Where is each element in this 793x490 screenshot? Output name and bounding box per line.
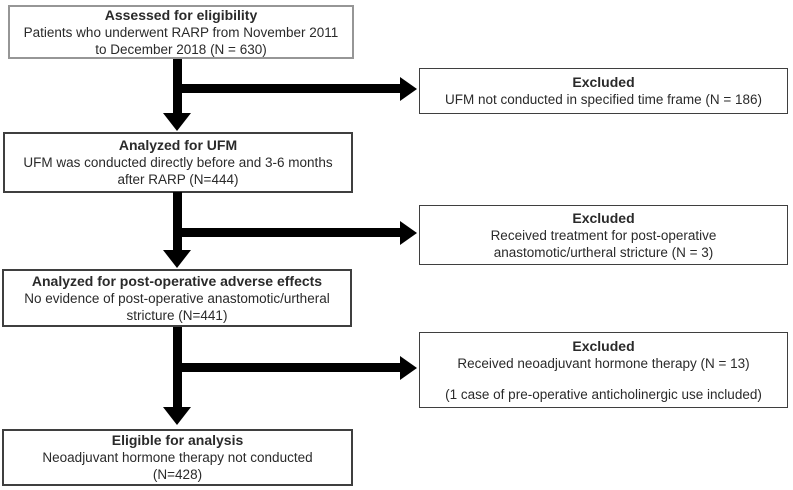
step-box-analyzed-ufm: Analyzed for UFM UFM was conducted direc…	[3, 132, 353, 193]
excluded-title: Excluded	[572, 209, 635, 226]
step-box-adverse-effects: Analyzed for post-operative adverse effe…	[2, 269, 352, 327]
excluded-body: UFM not conducted in specified time fram…	[444, 92, 762, 107]
step-title: Assessed for eligibility	[104, 6, 258, 23]
excluded-box-hormone-therapy: Excluded Received neoadjuvant hormone th…	[419, 332, 788, 408]
arrow-branch-shaft-3	[177, 363, 400, 372]
step-body: No evidence of post-operative anastomoti…	[24, 290, 330, 323]
arrow-right-head-icon	[400, 221, 417, 245]
step-body: UFM was conducted directly before and 3-…	[23, 155, 333, 187]
arrow-right-head-icon	[400, 356, 417, 380]
step-body: Patients who underwent RARP from Novembe…	[23, 24, 339, 57]
arrow-down-shaft-2	[173, 192, 182, 250]
arrow-down-head-icon	[163, 250, 191, 268]
arrow-right-head-icon	[400, 77, 417, 101]
excluded-title: Excluded	[572, 74, 635, 90]
step-title: Eligible for analysis	[111, 432, 244, 448]
arrow-down-head-icon	[163, 113, 191, 131]
step-box-assessed-eligibility: Assessed for eligibility Patients who un…	[8, 5, 354, 59]
excluded-title: Excluded	[572, 337, 635, 354]
excluded-body: Received neoadjuvant hormone therapy (N …	[457, 355, 750, 371]
excluded-note: (1 case of pre-operative anticholinergic…	[445, 386, 762, 402]
arrow-branch-shaft-2	[177, 228, 400, 237]
arrow-down-head-icon	[163, 407, 191, 425]
step-box-eligible-analysis: Eligible for analysis Neoadjuvant hormon…	[2, 429, 353, 486]
step-title: Analyzed for UFM	[118, 137, 238, 153]
excluded-box-ufm-timeframe: Excluded UFM not conducted in specified …	[419, 68, 788, 114]
excluded-box-stricture-treatment: Excluded Received treatment for post-ope…	[419, 205, 788, 265]
step-body: Neoadjuvant hormone therapy not conducte…	[42, 450, 313, 482]
step-title: Analyzed for post-operative adverse effe…	[31, 272, 323, 289]
arrow-branch-shaft-1	[177, 84, 400, 93]
excluded-body: Received treatment for post-operative an…	[490, 227, 717, 260]
